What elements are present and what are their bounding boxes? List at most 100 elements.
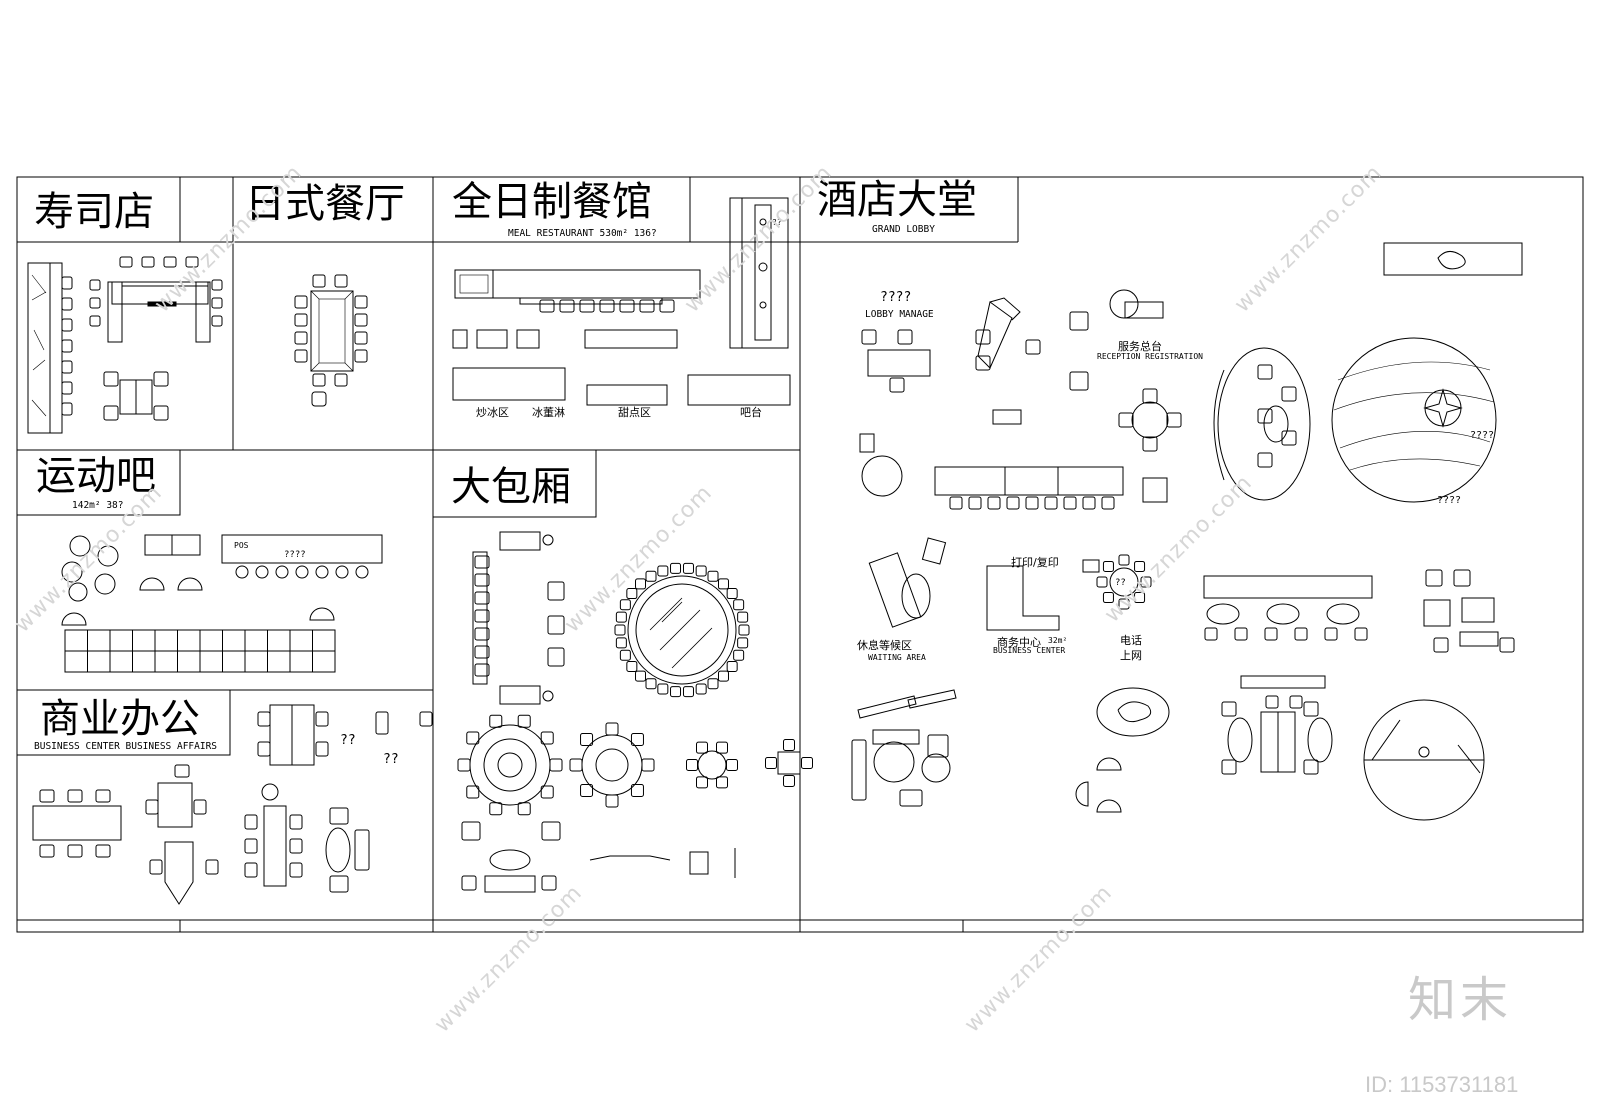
chair-symbol: [474, 627, 490, 641]
chair-symbol: [968, 496, 982, 510]
chair-symbol: [599, 299, 615, 313]
label-lobby-manage: LOBBY MANAGE: [865, 309, 934, 320]
chair-symbol: [1006, 496, 1020, 510]
stool-symbol: [355, 565, 369, 579]
chair-symbol: [244, 838, 258, 854]
label-print: 打印/复印: [1011, 556, 1059, 569]
chair-symbol: [765, 757, 777, 769]
section-title-japanese: 日式餐厅: [245, 181, 405, 227]
brand-logo: 知末: [1408, 972, 1513, 1028]
chair-symbol: [61, 297, 73, 311]
section-title-office: 商业办公: [40, 696, 200, 742]
chair-symbol: [615, 611, 627, 623]
label-reception-cn: 服务总台: [1118, 340, 1162, 353]
chair-symbol: [861, 329, 877, 345]
label-q-office-2: ??: [383, 752, 399, 767]
chair-symbol: [89, 315, 101, 327]
label-q-office-1: ??: [340, 733, 356, 748]
chair-symbol: [897, 329, 913, 345]
chair-symbol: [185, 256, 199, 268]
chair-symbol: [289, 838, 303, 854]
chair-symbol: [61, 402, 73, 416]
chair-symbol: [61, 318, 73, 332]
chair-symbol: [1118, 598, 1130, 610]
chair-symbol: [580, 783, 594, 797]
chair-symbol: [461, 875, 477, 891]
chair-symbol: [975, 355, 991, 371]
chair-symbol: [1294, 627, 1308, 641]
chair-symbol: [899, 789, 923, 807]
chair-symbol: [1499, 637, 1515, 653]
chair-symbol: [119, 256, 133, 268]
chair-symbol: [1354, 627, 1368, 641]
chair-symbol: [141, 256, 155, 268]
label-bar: 吧台: [740, 406, 762, 419]
chair-symbol: [1102, 560, 1114, 572]
chair-symbol: [1118, 412, 1134, 428]
chair-symbol: [153, 371, 169, 387]
chair-symbol: [89, 297, 101, 309]
chair-symbol: [682, 686, 694, 698]
chair-symbol: [670, 562, 682, 574]
chair-symbol: [474, 645, 490, 659]
label-icecream: 冰董淋: [532, 406, 565, 419]
chair-symbol: [635, 670, 647, 682]
chair-symbol: [975, 329, 991, 345]
chair-symbol: [103, 405, 119, 421]
chair-symbol: [329, 875, 349, 893]
label-q-allday: ??: [772, 218, 782, 227]
chair-symbol: [559, 299, 575, 313]
stool-symbol: [275, 565, 289, 579]
chair-symbol: [294, 295, 308, 309]
chair-symbol: [517, 714, 531, 728]
chair-symbol: [354, 295, 368, 309]
chair-symbol: [457, 758, 471, 772]
label-business-cn: 商务中心: [997, 636, 1041, 649]
sportsbar-plan: [61, 534, 383, 673]
chair-symbol: [619, 299, 635, 313]
section-title-sportsbar: 运动吧: [36, 453, 156, 499]
chair-symbol: [716, 776, 728, 789]
chair-symbol: [1069, 371, 1089, 391]
chair-symbol: [289, 814, 303, 830]
chair-symbol: [1433, 637, 1449, 653]
chair-symbol: [1221, 759, 1237, 775]
chair-symbol: [1303, 701, 1319, 717]
chair-symbol: [1102, 592, 1114, 604]
chair-symbol: [927, 734, 949, 758]
chair-symbol: [541, 875, 557, 891]
chair-symbol: [541, 821, 561, 841]
chair-symbol: [461, 821, 481, 841]
chair-symbol: [851, 739, 867, 801]
chair-symbol: [1257, 452, 1273, 468]
chair-symbol: [783, 739, 795, 751]
chair-symbol: [626, 660, 638, 672]
chair-symbol: [89, 279, 101, 291]
chair-symbol: [1281, 386, 1297, 402]
chair-symbol: [67, 844, 83, 858]
allday-plan: [452, 197, 791, 406]
chair-symbol: [244, 814, 258, 830]
chair-symbol: [39, 844, 55, 858]
chair-symbol: [67, 789, 83, 803]
chair-symbol: [726, 759, 738, 771]
chair-symbol: [670, 686, 682, 698]
chair-symbol: [334, 274, 348, 288]
chair-symbol: [657, 683, 669, 695]
label-internet: 上网: [1120, 649, 1142, 662]
chair-symbol: [626, 588, 638, 600]
chair-symbol: [1142, 436, 1158, 452]
chair-symbol: [1063, 496, 1077, 510]
chair-symbol: [419, 711, 433, 727]
chair-symbol: [145, 799, 159, 815]
chair-symbol: [635, 578, 647, 590]
chair-symbol: [619, 649, 631, 661]
chair-symbol: [726, 588, 738, 600]
chair-symbol: [474, 573, 490, 587]
chair-symbol: [1118, 554, 1130, 566]
chair-symbol: [716, 741, 728, 754]
label-business-en: BUSINESS CENTER: [993, 646, 1066, 655]
stool-symbol: [295, 565, 309, 579]
chair-symbol: [987, 496, 1001, 510]
